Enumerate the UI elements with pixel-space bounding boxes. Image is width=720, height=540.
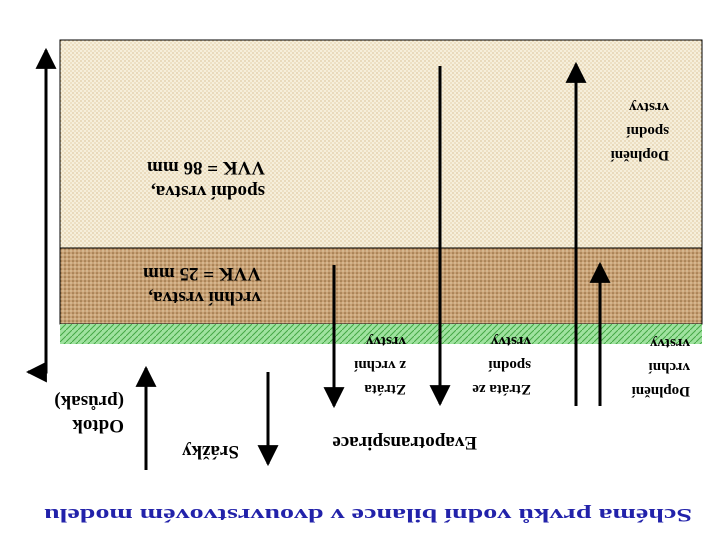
lower-layer-label: spodní vrstva, VVK = 86 mm [147, 157, 265, 202]
lower-layer-capacity: VVK = 86 mm [147, 157, 265, 178]
odtok-arrow [25, 47, 57, 383]
doplneni-spodni-line1: Doplnění [610, 147, 669, 163]
srazky-label: Srážky [182, 441, 240, 462]
upper-layer-name: vrchní vrstva, [148, 287, 261, 308]
upper-layer-label: vrchní vrstva, VVK = 25 mm [143, 263, 261, 308]
ztrata-spodni-line2: spodní [488, 357, 531, 373]
doplneni-vrchni-line2: vrchní [648, 359, 690, 375]
evapo-text: Evapotranspirace [332, 432, 477, 453]
ztrata-vrchni-line2: z vrchní [353, 357, 406, 373]
doplneni-vrchni-line3: vrstvy [650, 335, 690, 351]
doplneni-spodni-line2: spodní [626, 123, 669, 139]
doplneni-spodni-line3: vrstvy [629, 99, 669, 115]
ztrata-vrchni-label: Ztráta z vrchní vrstvy [353, 333, 406, 397]
odtok-label: Odtok (průsak) [54, 391, 124, 436]
odtok-text: Odtok [72, 415, 124, 436]
lower-layer [59, 39, 703, 249]
doplneni-vrchni-label: Doplnění vrchní vrstvy [631, 335, 690, 399]
caption-text: Schéma prvků vodní bilance v dvouvrstvov… [43, 504, 692, 525]
lower-layer-name: spodní vrstva, [151, 181, 265, 202]
ztrata-spodni-label: Ztráta ze spodní vrstvy [472, 333, 531, 397]
ztrata-spodni-line1: Ztráta ze [472, 381, 531, 397]
odtok-subtext: (průsak) [54, 391, 124, 412]
ztrata-vrchni-line1: Ztráta [364, 381, 406, 397]
caption: Schéma prvků vodní bilance v dvouvrstvov… [43, 504, 692, 525]
upper-layer-capacity: VVK = 25 mm [143, 263, 261, 284]
upper-layer [59, 247, 703, 325]
grass-strip [60, 324, 702, 344]
ztrata-spodni-line3: vrstvy [491, 333, 531, 349]
srazky-text: Srážky [182, 441, 240, 462]
evapo-label: Evapotranspirace [332, 432, 477, 453]
doplneni-spodni-label: Doplnění spodní vrstvy [610, 99, 669, 163]
doplneni-vrchni-line1: Doplnění [631, 383, 690, 399]
ztrata-vrchni-line3: vrstvy [366, 333, 406, 349]
